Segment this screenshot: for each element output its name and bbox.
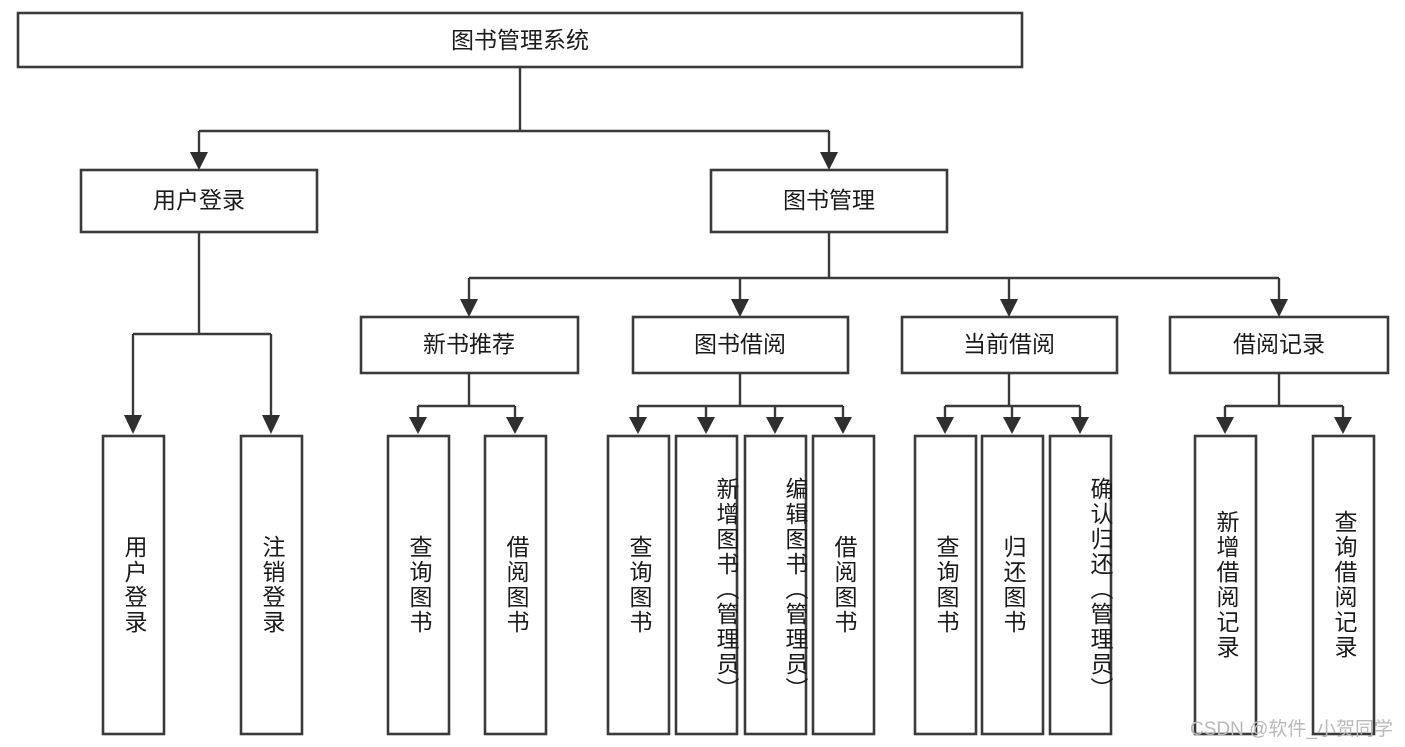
arrowhead-book-borrow [731, 299, 749, 317]
leaf-box-logout-login[interactable] [239, 434, 304, 736]
node-current-borrow-label: 当前借阅 [963, 331, 1055, 357]
leaf-box-edit-book[interactable] [743, 434, 808, 736]
node-book-management[interactable] [709, 168, 949, 234]
node-borrow-record-label: 借阅记录 [1233, 331, 1325, 357]
arrowhead-leaf-query-book-1 [409, 417, 427, 434]
node-book-management-label: 图书管理 [783, 187, 875, 213]
node-book-borrow[interactable] [631, 315, 850, 375]
leaf-box-add-record[interactable] [1193, 434, 1258, 736]
arrowhead-leaf-return-book [1003, 417, 1021, 434]
arrowhead-user-login [190, 152, 208, 170]
arrowhead-leaf-confirm-return [1071, 417, 1089, 434]
arrowhead-leaf-add-book [697, 417, 715, 434]
node-user-login-label: 用户登录 [153, 187, 245, 213]
arrowhead-leaf-edit-book [766, 417, 784, 434]
arrowhead-leaf-borrow-book-1 [506, 417, 524, 434]
leaf-box-query-book-2[interactable] [606, 434, 671, 736]
leaf-box-borrow-book-2[interactable] [811, 434, 876, 736]
arrowhead-leaf-add-record [1216, 417, 1234, 434]
arrowhead-leaf-borrow-book-2 [834, 417, 852, 434]
arrowhead-borrow-record [1270, 299, 1288, 317]
leaf-box-query-book-1[interactable] [386, 434, 451, 736]
arrowhead-leaf-query-record [1334, 417, 1352, 434]
node-layer: 图书管理系统 用户登录 图书管理 新书推荐 图书借阅 当前借阅 借阅记录 [16, 11, 1390, 736]
node-book-borrow-label: 图书借阅 [694, 331, 786, 357]
leaf-box-confirm-return[interactable] [1048, 434, 1113, 736]
leaf-box-borrow-book-1[interactable] [483, 434, 548, 736]
node-borrow-record[interactable] [1168, 315, 1390, 375]
leaf-box-query-book-3[interactable] [913, 434, 978, 736]
arrowhead-book-mgmt [820, 152, 838, 170]
arrowhead-leaf-query-book-3 [936, 417, 954, 434]
connector-layer [124, 67, 1352, 434]
arrowhead-leaf-query-book-2 [629, 417, 647, 434]
leaf-box-add-book[interactable] [674, 434, 739, 736]
node-user-login[interactable] [79, 168, 319, 234]
node-root-label: 图书管理系统 [451, 27, 589, 53]
csdn-watermark: CSDN @软件_小贺同学 [1190, 719, 1393, 740]
node-root[interactable] [16, 11, 1024, 69]
node-current-borrow[interactable] [900, 315, 1119, 375]
leaf-box-user-login[interactable] [101, 434, 166, 736]
arrowhead-leaf-logout-login [262, 415, 280, 434]
leaf-box-return-book[interactable] [980, 434, 1045, 736]
node-new-book-recommend-label: 新书推荐 [423, 331, 515, 357]
leaf-box-query-record[interactable] [1311, 434, 1376, 736]
arrowhead-new-book-recommend [460, 299, 478, 317]
arrowhead-leaf-user-login [124, 415, 142, 434]
node-new-book-recommend[interactable] [359, 315, 580, 375]
arrowhead-current-borrow [1000, 299, 1018, 317]
